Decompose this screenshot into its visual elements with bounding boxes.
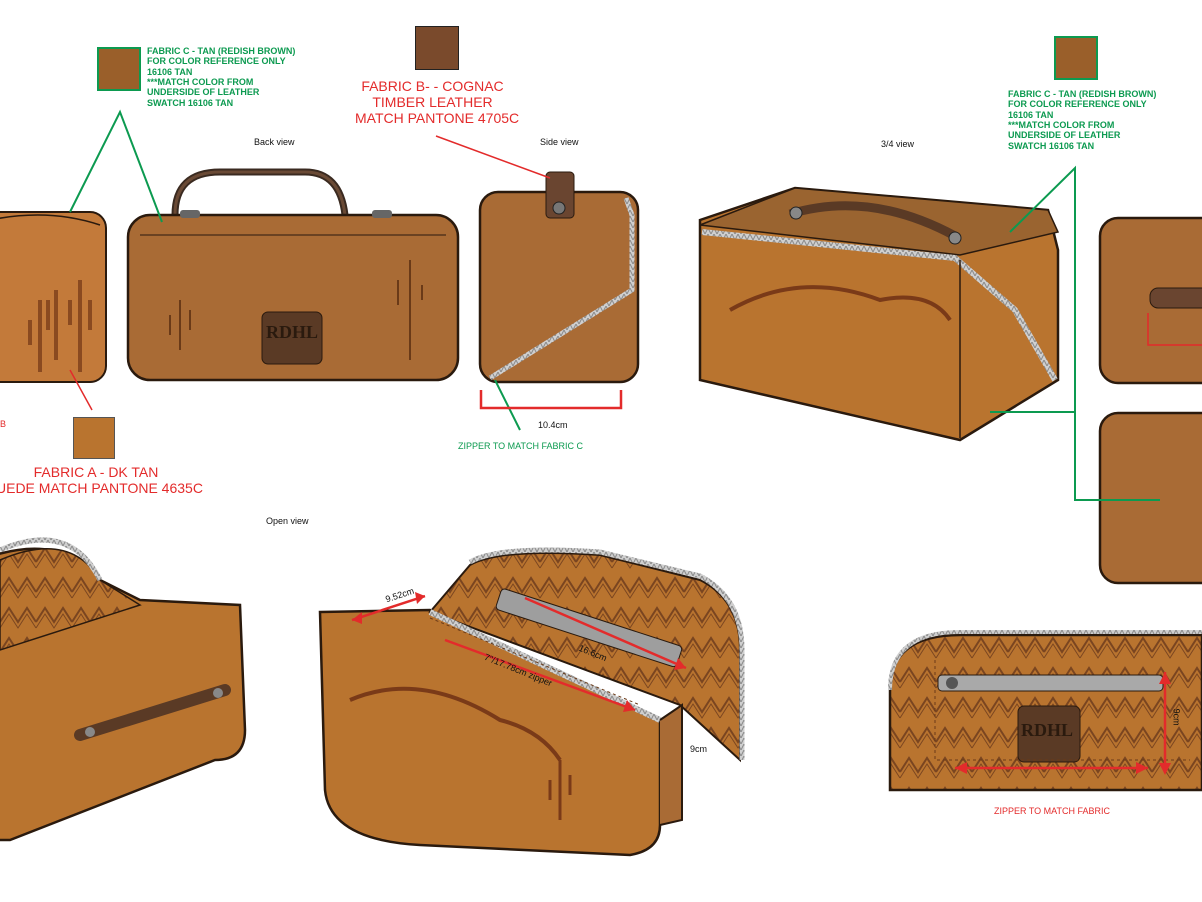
side-view-bag bbox=[478, 171, 640, 384]
zipper-note-fabric-c: ZIPPER TO MATCH FABRIC C bbox=[458, 441, 584, 451]
label-line: ***MATCH COLOR FROM bbox=[1008, 120, 1115, 131]
label-line: SWATCH 16106 TAN bbox=[147, 97, 234, 108]
fabric-a-swatch bbox=[73, 417, 115, 459]
label-line: FOR COLOR REFERENCE ONLY bbox=[1008, 99, 1147, 110]
view-title-open: Open view bbox=[266, 516, 309, 526]
label-line: SWATCH 16106 TAN bbox=[1008, 140, 1095, 151]
fabric-c-label-left: FABRIC C - TAN (REDISH BROWN) FOR COLOR … bbox=[147, 46, 295, 108]
label-line: UNDERSIDE OF LEATHER bbox=[147, 87, 260, 98]
open-view-bag-center bbox=[318, 547, 745, 857]
red-leader-lines bbox=[69, 135, 551, 411]
dimension-markers bbox=[351, 390, 1167, 770]
label-line: TIMBER LEATHER bbox=[372, 94, 493, 111]
open-view-bag-left bbox=[0, 537, 247, 842]
dimension-side-width: 10.4cm bbox=[538, 420, 568, 430]
label-line: 16106 TAN bbox=[147, 66, 193, 77]
label-line: FABRIC B- - COGNAC bbox=[361, 78, 504, 94]
brand-logo: RDHL bbox=[266, 322, 319, 342]
zipper-note-fabric: ZIPPER TO MATCH FABRIC bbox=[994, 806, 1111, 816]
dimension-right-height: 9cm bbox=[1171, 708, 1182, 726]
label-line: 16106 TAN bbox=[1008, 109, 1054, 120]
partial-bag-left bbox=[0, 211, 107, 383]
fabric-a-label: FABRIC A - DK TAN UEDE MATCH PANTONE 463… bbox=[0, 464, 203, 497]
brand-logo: RDHL bbox=[1021, 720, 1074, 740]
label-line: MATCH PANTONE 4705C bbox=[355, 110, 520, 127]
label-line: UNDERSIDE OF LEATHER bbox=[1008, 130, 1121, 141]
partial-bag-right-top bbox=[1098, 216, 1202, 385]
fabric-c-swatch-right bbox=[1054, 36, 1098, 80]
label-line: FABRIC C - TAN (REDISH BROWN) bbox=[147, 46, 296, 56]
back-view-bag bbox=[126, 168, 460, 382]
label-line: FOR COLOR REFERENCE ONLY bbox=[147, 56, 286, 67]
fabric-b-swatch bbox=[415, 26, 459, 70]
fabric-b-label: FABRIC B- - COGNAC TIMBER LEATHER MATCH … bbox=[355, 78, 520, 127]
three-quarter-view-bag bbox=[698, 186, 1060, 442]
view-title-three-quarter: 3/4 view bbox=[881, 139, 915, 149]
dimension-open-height: 9cm bbox=[690, 744, 708, 754]
label-line: ***MATCH COLOR FROM bbox=[147, 77, 254, 88]
view-title-side: Side view bbox=[540, 137, 579, 147]
label-line: FABRIC A - DK TAN bbox=[33, 464, 159, 480]
green-leader-lines bbox=[69, 109, 1160, 501]
partial-bag-right-bottom bbox=[1098, 411, 1202, 585]
fabric-c-label-right: FABRIC C - TAN (REDISH BROWN) FOR COLOR … bbox=[1008, 89, 1156, 151]
view-title-back: Back view bbox=[254, 137, 295, 147]
label-line: UEDE MATCH PANTONE 4635C bbox=[0, 480, 203, 497]
fabric-c-swatch-left bbox=[97, 47, 141, 91]
open-view-bag-right bbox=[888, 630, 1202, 792]
fragment-label: B bbox=[0, 419, 7, 429]
label-line: FABRIC C - TAN (REDISH BROWN) bbox=[1008, 89, 1157, 99]
arrowheads bbox=[352, 592, 1171, 775]
